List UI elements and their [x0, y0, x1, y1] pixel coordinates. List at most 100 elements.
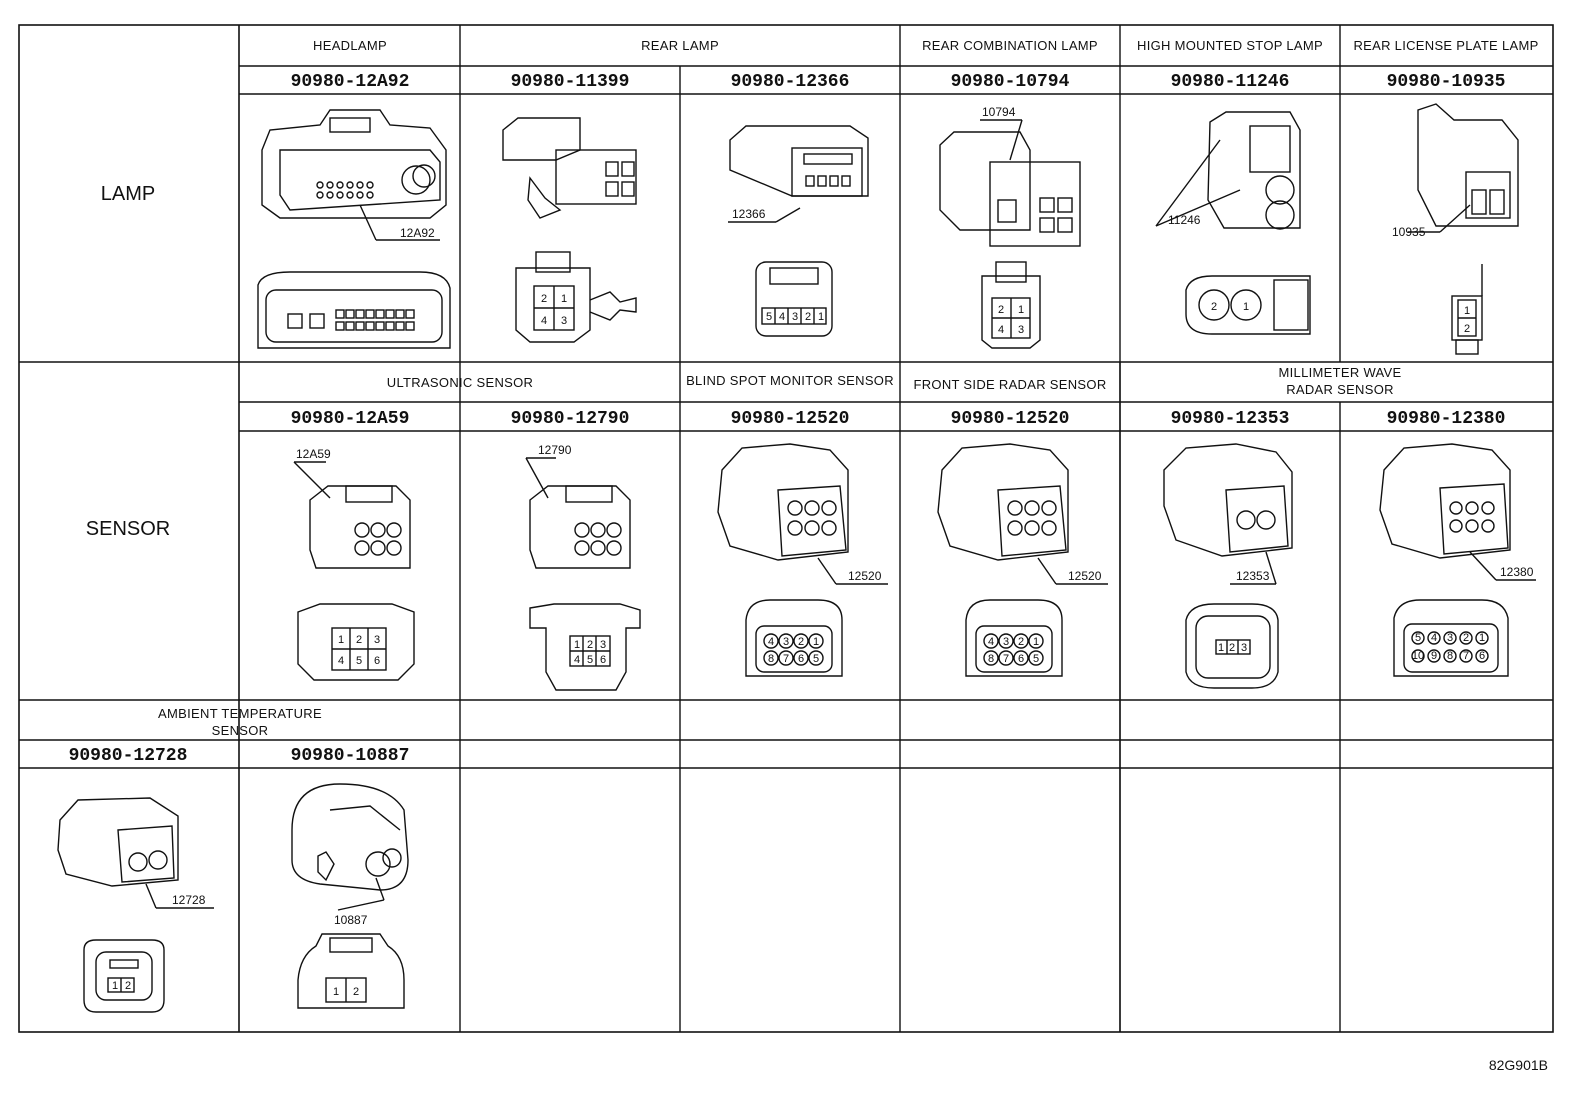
pin-label: 3 [1241, 642, 1247, 654]
connector-12520-fsr-drawing: 12520 4 3 2 1 8 7 6 5 [937, 443, 1108, 677]
pin-label: 1 [813, 636, 819, 648]
callout-label: 12520 [1068, 569, 1102, 583]
pin-label: 3 [1003, 636, 1009, 648]
header-ultrasonic-sensor: ULTRASONIC SENSOR [387, 375, 533, 390]
pin-label: 2 [125, 980, 131, 992]
pin-label: 5 [1033, 653, 1039, 665]
part-number: 90980-11399 [511, 72, 630, 92]
callout-label: 12380 [1500, 565, 1534, 579]
callout-label: 10935 [1392, 225, 1426, 239]
callout-label: 11246 [1168, 213, 1201, 227]
pin-label: 2 [353, 986, 359, 998]
part-number: 90980-11246 [1171, 72, 1290, 92]
pin-label: 10 [1412, 650, 1424, 662]
pin-label: 1 [338, 634, 344, 646]
pin-label: 5 [587, 654, 593, 666]
pin-label: 1 [1464, 305, 1470, 317]
pin-label: 4 [574, 654, 580, 666]
pin-label: 2 [998, 304, 1004, 316]
header-headlamp: HEADLAMP [313, 38, 387, 53]
part-number: 90980-12790 [511, 409, 630, 429]
drawing-code: 82G901B [1489, 1057, 1548, 1073]
callout-label: 12520 [848, 569, 882, 583]
part-number: 90980-12366 [731, 72, 850, 92]
header-ambient-temperature: AMBIENT TEMPERATURE [158, 706, 322, 721]
callout-label: 12353 [1236, 569, 1270, 583]
part-number: 90980-12520 [731, 409, 850, 429]
header-high-mounted-stop-lamp: HIGH MOUNTED STOP LAMP [1137, 38, 1323, 53]
pin-label: 2 [798, 636, 804, 648]
header-sensor: SENSOR [212, 723, 269, 738]
section-label-sensor: SENSOR [86, 518, 170, 540]
header-blind-spot-monitor-sensor: BLIND SPOT MONITOR SENSOR [686, 373, 894, 388]
header-rear-license-plate-lamp: REAR LICENSE PLATE LAMP [1353, 38, 1538, 53]
header-radar-sensor: RADAR SENSOR [1286, 382, 1394, 397]
pin-label: 1 [1033, 636, 1039, 648]
callout-label: 12A59 [296, 447, 331, 461]
connector-12380-drawing: 12380 5 4 3 2 1 10 9 8 7 6 [1379, 443, 1536, 677]
pin-label: 3 [374, 634, 380, 646]
header-millimeter-wave: MILLIMETER WAVE [1279, 365, 1402, 380]
pin-label: 7 [783, 653, 789, 665]
pin-label: 6 [374, 655, 380, 667]
pin-label: 6 [600, 654, 606, 666]
connector-12a59-drawing: 12A59 1 2 3 4 5 6 [293, 447, 415, 681]
part-number: 90980-12A92 [291, 72, 410, 92]
pin-label: 4 [1431, 632, 1437, 644]
pin-label: 1 [1018, 304, 1024, 316]
pin-label: 8 [1447, 650, 1453, 662]
table-grid [18, 24, 1554, 1033]
part-number: 90980-12380 [1387, 409, 1506, 429]
pin-label: 3 [1447, 632, 1453, 644]
pin-label: 5 [1415, 632, 1421, 644]
pin-label: 2 [541, 293, 547, 305]
pin-label: 4 [338, 655, 344, 667]
pin-label: 2 [1018, 636, 1024, 648]
callout-label: 12A92 [400, 226, 435, 240]
pin-label: 2 [356, 634, 362, 646]
callout-label: 12790 [538, 443, 572, 457]
section-label-lamp: LAMP [101, 183, 155, 205]
pin-label: 1 [333, 986, 339, 998]
header-front-side-radar-sensor: FRONT SIDE RADAR SENSOR [913, 377, 1106, 392]
part-number: 90980-12520 [951, 409, 1070, 429]
pin-label: 1 [1479, 632, 1485, 644]
pin-label: 2 [1211, 301, 1217, 313]
connector-12728-drawing: 12728 1 2 [57, 797, 214, 1013]
pin-label: 7 [1003, 653, 1009, 665]
pin-label: 4 [768, 636, 774, 648]
callout-label: 12366 [732, 207, 766, 221]
part-number: 90980-10887 [291, 746, 410, 766]
pin-label: 1 [574, 639, 580, 651]
connector-12520-bsm-drawing: 12520 4 3 2 1 8 7 6 5 [717, 443, 888, 677]
part-number: 90980-12353 [1171, 409, 1290, 429]
pin-label: 1 [561, 293, 567, 305]
pin-label: 6 [1479, 650, 1485, 662]
pin-label: 2 [1463, 632, 1469, 644]
pin-label: 2 [1464, 323, 1470, 335]
connector-10887-drawing: 10887 1 2 [291, 783, 409, 1009]
pin-label: 3 [783, 636, 789, 648]
part-number: 90980-12728 [69, 746, 188, 766]
connector-10794-drawing: 10794 2 1 4 3 [939, 105, 1081, 349]
pin-label: 6 [1018, 653, 1024, 665]
pin-label: 5 [356, 655, 362, 667]
pin-label: 1 [1218, 642, 1224, 654]
pin-label: 6 [798, 653, 804, 665]
connector-11246-drawing: 11246 2 1 [1155, 111, 1311, 335]
connector-12353-drawing: 12353 1 2 3 [1163, 443, 1293, 689]
pin-label: 3 [600, 639, 606, 651]
pin-label: 1 [1243, 301, 1249, 313]
part-number: 90980-10794 [951, 72, 1070, 92]
pin-label: 2 [805, 311, 811, 323]
pin-label: 3 [561, 315, 567, 327]
pin-label: 4 [998, 324, 1004, 336]
pin-label: 2 [1229, 642, 1235, 654]
pin-label: 4 [779, 311, 785, 323]
connector-12366-drawing: 12366 5 4 3 2 1 [728, 125, 869, 337]
pin-label: 7 [1463, 650, 1469, 662]
part-number: 90980-12A59 [291, 409, 410, 429]
pin-label: 3 [792, 311, 798, 323]
callout-label: 10794 [982, 105, 1016, 119]
